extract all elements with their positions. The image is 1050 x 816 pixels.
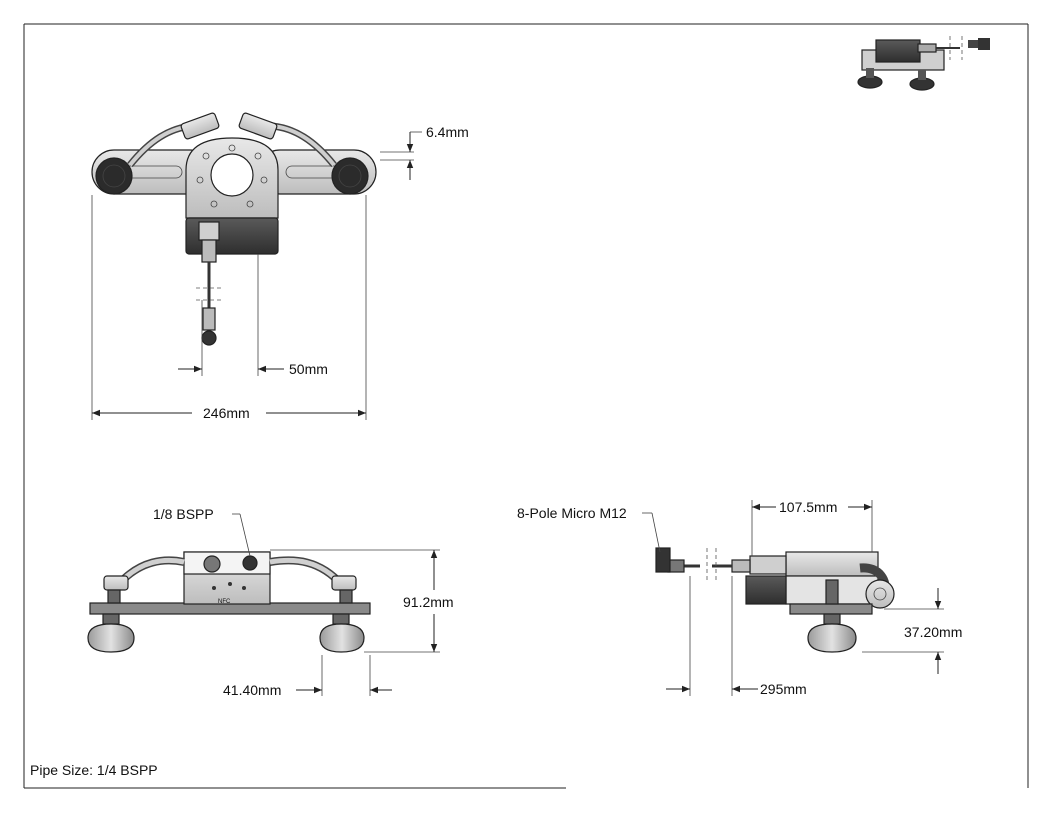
top-view: 6.4mm 50mm 246mm [91,112,469,421]
side-view: 8-Pole Micro M12 107.5mm 295mm 37.20mm [517,499,962,697]
dim-41-40mm: 41.40mm [223,682,281,698]
m12-connector-side [655,547,671,573]
dim-91-2mm: 91.2mm [403,594,454,610]
front-left-cup [87,623,135,653]
dim-107-5mm: 107.5mm [779,499,837,515]
pipe-size-note: Pipe Size: 1/4 BSPP [30,762,158,778]
left-cup [95,157,133,195]
dim-37-20mm: 37.20mm [904,624,962,640]
dim-50mm: 50mm [289,361,328,377]
m12-connector-top [201,330,217,346]
callout-8-pole-m12: 8-Pole Micro M12 [517,505,627,521]
side-valve-module [745,575,787,605]
nfc-label: NFC [218,599,231,605]
dim-246mm: 246mm [203,405,250,421]
side-cup [807,623,857,653]
center-bore [210,153,254,197]
callout-1-8-bspp: 1/8 BSPP [153,506,214,522]
sheet-border [23,23,1029,789]
right-cup [331,157,369,195]
iso-thumbnail [857,36,990,91]
front-view: NFC 1/8 BSPP 91.2mm 41.40mm [87,506,454,698]
dim-295mm: 295mm [760,681,807,697]
port-1-8-bspp [242,555,258,571]
dim-6-4mm: 6.4mm [426,124,469,140]
front-right-cup [319,623,365,653]
